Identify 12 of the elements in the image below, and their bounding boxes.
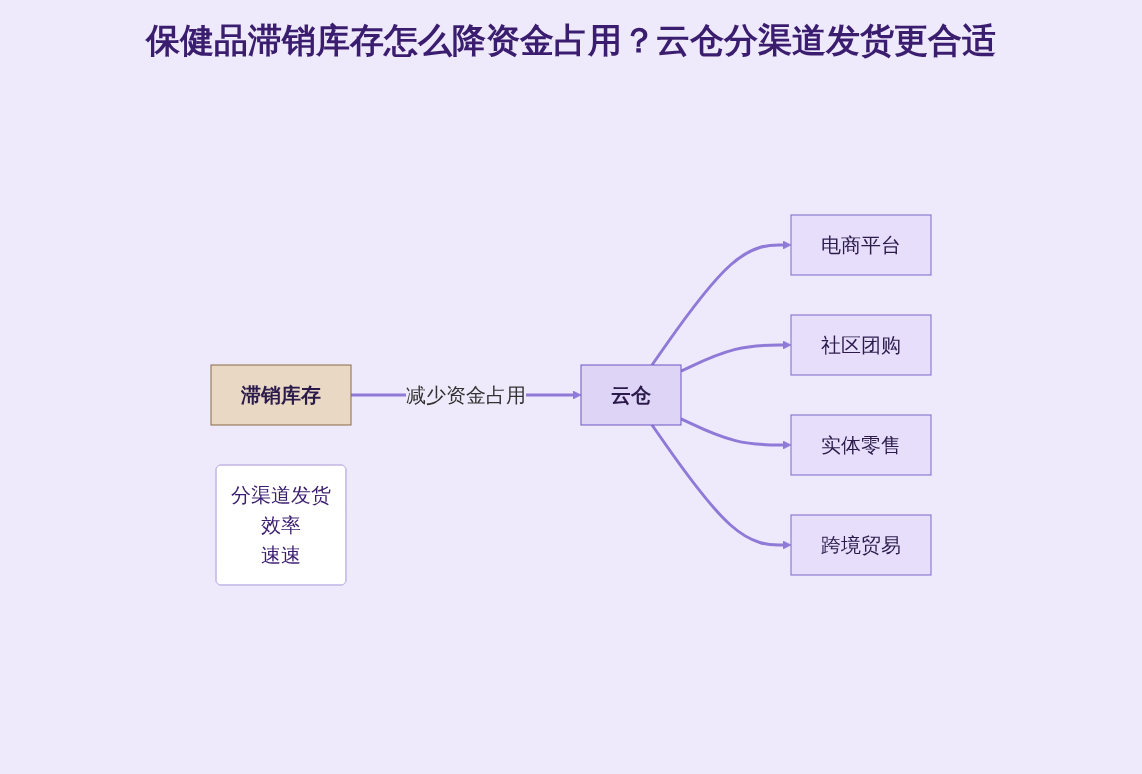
node-box: 社区团购 (790, 314, 932, 376)
node-box: 滞销库存 (210, 364, 352, 426)
arrow (680, 417, 792, 450)
edge-label: 减少资金占用 (406, 383, 526, 407)
arrow (680, 340, 792, 373)
arrow (650, 240, 792, 366)
node-box: 电商平台 (790, 214, 932, 276)
node-box: 实体零售 (790, 414, 932, 476)
arrow (650, 424, 792, 550)
node-box: 跨境贸易 (790, 514, 932, 576)
node-box: 云仓 (580, 364, 682, 426)
title: 保健品滞销库存怎么降资金占用？云仓分渠道发货更合适 (144, 19, 997, 62)
